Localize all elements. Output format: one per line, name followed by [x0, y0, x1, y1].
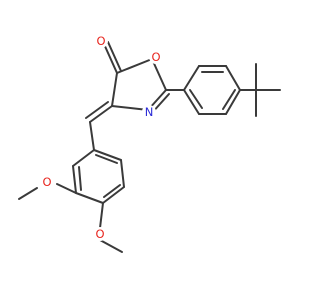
carbonyl-oxygen-label: O — [96, 34, 105, 48]
bond-c4-c5 — [111, 72, 118, 107]
bond-n3-c4 — [111, 105, 149, 111]
bond-c5-o-double — [107, 41, 122, 72]
bond-tb6 — [183, 89, 200, 115]
bond-ar4 — [102, 186, 125, 204]
methoxy-groups — [18, 183, 123, 253]
methoxy-oxygen-upper-label: O — [42, 175, 51, 189]
oxazolone-ring — [111, 58, 170, 115]
bond-o-methyl-lower — [99, 239, 123, 253]
bond-ar2-inner — [78, 166, 82, 191]
bond-tb4 — [225, 89, 241, 115]
ring-oxygen-label: O — [151, 50, 160, 64]
bond-ar2 — [72, 165, 77, 194]
atom-labels: O O N O O — [40, 34, 163, 241]
molecule-structure: O O N O O — [18, 34, 281, 253]
bond-o-methyl-upper — [18, 187, 38, 200]
benzylidene-link — [85, 101, 113, 151]
ring-nitrogen-label: N — [145, 105, 154, 119]
tert-butyl-group — [239, 63, 281, 117]
bond-c5-o1 — [116, 58, 153, 74]
carbonyl-group — [103, 41, 122, 74]
bond-c5-o — [103, 43, 118, 74]
bond-ar-omethyl-upper — [56, 183, 77, 194]
bond-ch-aryl — [89, 121, 95, 151]
structure-canvas: O O N O O — [18, 34, 281, 253]
bond-ar6-inner — [95, 154, 118, 164]
bond-ar-omethyl-lower — [99, 202, 104, 229]
bond-ar1 — [72, 149, 95, 167]
bond-ar3 — [75, 192, 104, 204]
bond-ar6 — [93, 149, 122, 161]
bond-tb1 — [183, 65, 200, 91]
methoxy-oxygen-lower-label: O — [95, 227, 104, 241]
tert-butylphenyl-ring — [165, 65, 241, 115]
bond-tb6-inner — [189, 89, 203, 109]
bond-o1-c2 — [151, 58, 167, 91]
bond-c4-ch-double — [85, 101, 109, 119]
bond-ar5 — [120, 159, 125, 188]
bond-ar4-inner — [103, 184, 121, 198]
bond-tb4-inner — [222, 89, 236, 110]
bond-c4-ch — [89, 105, 113, 123]
bond-tb3 — [225, 65, 241, 91]
dimethoxyphenyl-ring — [72, 149, 125, 204]
